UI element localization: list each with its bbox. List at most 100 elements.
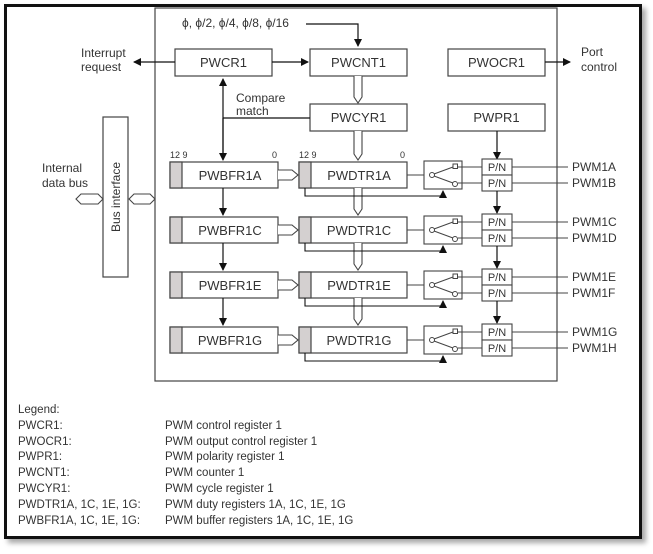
port-control-label: Port [581,45,604,59]
bit-label-low: 0 [400,150,405,160]
polarity-label: P/N [488,217,506,229]
clock-arrow [306,23,362,47]
counter-bus [353,188,363,216]
legend-item: PWDTR1A, 1C, 1E, 1G: PWM duty registers 1… [18,498,353,514]
buffer-register-label: PWBFR1E [199,278,262,293]
switch-control-line [304,298,447,308]
legend-description: PWM polarity register 1 [165,451,285,464]
legend-term: PWCYR1: [18,482,71,495]
buffer-register-high-bits [169,161,183,189]
legend-description: PWM cycle register 1 [165,482,274,495]
buffer-register-high-bits [169,271,183,299]
switch-contact-top [452,328,458,334]
legend-description: PWM buffer registers 1A, 1C, 1E, 1G [165,514,354,527]
module-boundary [154,7,558,382]
polarity-label: P/N [488,272,506,284]
legend-term: PWCR1: [18,419,63,432]
svg-text:PWOCR1: PWOCR1 [468,55,525,70]
duty-register-high-bits [298,326,312,354]
switch-contact-bottom [452,181,458,187]
legend-term: PWDTR1A, 1C, 1E, 1G: [18,498,141,511]
module-bus-arrow [128,193,156,205]
bit-label-high: 12 9 [170,150,188,160]
switch-lever [433,221,454,239]
pwpr1-register: PWPR1 [447,103,546,132]
interrupt-request-label: Interrupt [81,46,126,60]
switch-to-polarity-lines [458,331,482,349]
switch-lever [433,166,454,184]
switch-to-polarity-lines [458,276,482,294]
compare-match-label: Compare [236,91,286,105]
bus-interface-block: Bus interface [102,116,129,278]
interrupt-request-label-2: request [81,60,122,74]
counter-bus [353,298,363,326]
switch-control-line [304,353,447,363]
legend-term: PWOCR1: [18,435,72,448]
switch-contact-top [452,218,458,224]
buffer-to-duty-bus [278,169,299,181]
polarity-label: P/N [488,233,506,245]
buffer-register-label: PWBFR1C [198,223,262,238]
output-lines [512,221,568,239]
switch-contact-bottom [452,236,458,242]
switch-contact-bottom [452,291,458,297]
duty-register-box [298,326,408,354]
legend-item: PWBFR1A, 1C, 1E, 1G: PWM buffer registers… [18,514,353,530]
legend-term: PWPR1: [18,451,63,464]
duty-register-label: PWDTR1A [327,168,391,183]
legend: Legend: PWCR1: PWM control register 1 PWOC… [18,403,353,529]
buffer-to-duty-bus [278,334,299,346]
switch-contact-bottom [452,346,458,352]
legend-description: PWM control register 1 [165,419,282,432]
legend-description: PWM duty registers 1A, 1C, 1E, 1G [165,498,346,511]
legend-title: Legend: [18,404,60,416]
legend-description: PWM counter 1 [165,467,245,480]
polarity-label: P/N [488,162,506,174]
polarity-label: P/N [488,343,506,355]
buffer-register-box [169,161,279,189]
svg-text:PWPR1: PWPR1 [473,110,519,125]
svg-text:PWCNT1: PWCNT1 [331,55,386,70]
duty-register-label: PWDTR1E [327,278,391,293]
legend-description: PWM output control register 1 [165,435,318,448]
pwm-output-label: PWM1G [572,325,617,339]
svg-text:PWCYR1: PWCYR1 [331,110,387,125]
legend-term: PWBFR1A, 1C, 1E, 1G: [18,514,141,527]
pwcr1-register: PWCR1 [174,48,273,77]
duty-register-label: PWDTR1G [327,333,392,348]
switch-contact-top [452,163,458,169]
counter-bus [353,243,363,271]
duty-register-label: PWDTR1C [327,223,391,238]
buffer-to-duty-bus [278,224,299,236]
legend-item: PWPR1: PWM polarity register 1 [18,450,353,466]
pwm-output-label: PWM1F [572,286,615,300]
legend-item: PWCR1: PWM control register 1 [18,419,353,435]
pwm-output-label: PWM1B [572,176,616,190]
bit-label-high: 12 9 [299,150,317,160]
bus-pwcnt-pwcyr [353,76,363,104]
buffer-register-label: PWBFR1G [198,333,262,348]
internal-data-bus-label-2: data bus [42,176,88,190]
buffer-to-duty-bus [278,279,299,291]
internal-data-bus-label: Internal [42,161,82,175]
output-lines [512,166,568,184]
duty-register-high-bits [298,216,312,244]
switch-contact-top [452,273,458,279]
switch-lever [433,331,454,349]
switch-pole [429,337,435,343]
svg-text:PWCR1: PWCR1 [200,55,247,70]
switch-lever [433,276,454,294]
pwcyr1-register: PWCYR1 [309,103,408,132]
legend-item: PWOCR1: PWM output control register 1 [18,435,353,451]
pwm-output-label: PWM1E [572,270,616,284]
switch-to-polarity-lines [458,166,482,184]
switch-pole [429,172,435,178]
polarity-label: P/N [488,327,506,339]
buffer-register-high-bits [169,216,183,244]
switch-control-line [304,188,447,198]
pwm-output-label: PWM1D [572,231,617,245]
